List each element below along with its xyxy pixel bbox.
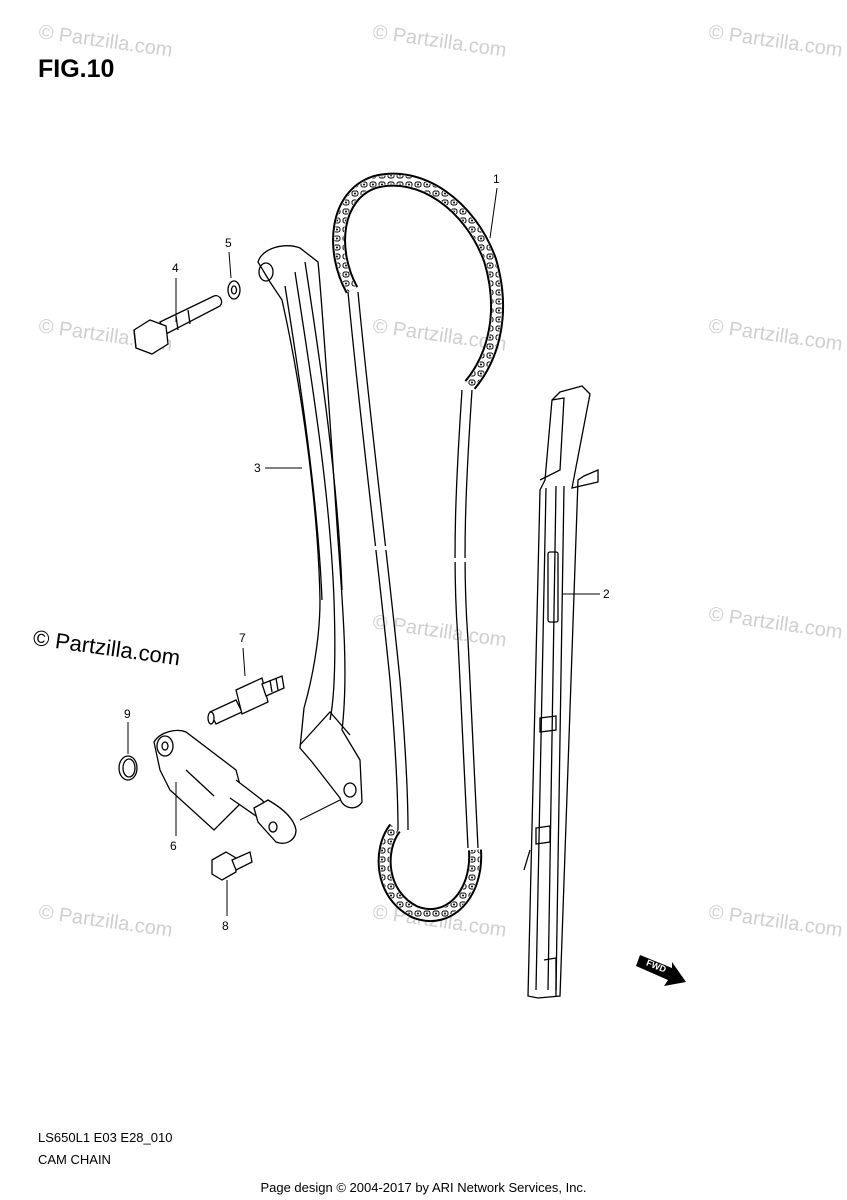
- watermark-grid: © Partzilla.com © Partzilla.com © Partzi…: [37, 21, 844, 942]
- cam-chain-drawing: [332, 172, 505, 923]
- small-bolt-drawing: [211, 851, 253, 881]
- tensioner-guide-drawing: [257, 245, 363, 809]
- callout-7: 7: [239, 631, 246, 645]
- watermark-text: © Partzilla.com: [707, 21, 844, 62]
- chain-guide-drawing: [523, 385, 599, 999]
- watermark-text: © Partzilla.com: [371, 21, 508, 62]
- leader-lines: [127, 187, 600, 916]
- bolt-drawing: [133, 295, 223, 355]
- watermark-text: © Partzilla.com: [371, 611, 508, 652]
- callout-3: 3: [254, 461, 261, 475]
- watermark-text: © Partzilla.com: [707, 603, 844, 644]
- model-code: LS650L1 E03 E28_010: [38, 1130, 173, 1145]
- page-credit: Page design © 2004-2017 by ARI Network S…: [260, 1180, 587, 1195]
- callout-4: 4: [172, 261, 179, 275]
- callout-9: 9: [124, 707, 131, 721]
- adjuster-bolt-drawing: [207, 675, 285, 725]
- section-name: CAM CHAIN: [38, 1152, 111, 1167]
- forward-direction-arrow: FWD: [636, 955, 686, 986]
- tensioner-adjuster-drawing: [153, 729, 297, 844]
- watermark-text: © Partzilla.com: [37, 901, 174, 942]
- figure-title: FIG.10: [38, 55, 115, 83]
- callout-2: 2: [603, 587, 610, 601]
- callout-5: 5: [225, 236, 232, 250]
- watermark-text: © Partzilla.com: [37, 21, 174, 62]
- callout-1: 1: [493, 172, 500, 186]
- o-ring-drawing: [118, 755, 138, 781]
- watermark-text: © Partzilla.com: [707, 315, 844, 356]
- callout-numbers: 1 2 3 4 5 6 7 8 9: [124, 172, 610, 933]
- callout-6: 6: [170, 839, 177, 853]
- callout-8: 8: [222, 919, 229, 933]
- watermark-text: © Partzilla.com: [707, 901, 844, 942]
- washer-drawing: [227, 280, 241, 300]
